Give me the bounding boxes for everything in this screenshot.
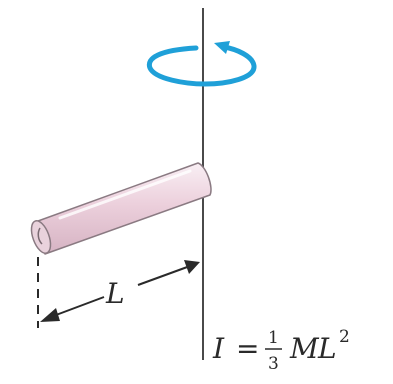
moment-of-inertia-formula: I = 1 3 M L 2 (212, 327, 350, 374)
formula-denominator: 3 (268, 354, 279, 374)
formula-inertia-symbol: I (212, 332, 225, 365)
length-dimension-arrow (40, 260, 200, 322)
rotation-arrow-icon (146, 41, 257, 87)
formula-mass: M (289, 332, 320, 365)
rod (30, 162, 212, 255)
formula-equals: = (236, 332, 259, 365)
length-label: L (105, 277, 125, 310)
formula-exponent: 2 (339, 327, 350, 347)
formula-numerator: 1 (268, 328, 279, 348)
formula-length: L (317, 332, 337, 365)
